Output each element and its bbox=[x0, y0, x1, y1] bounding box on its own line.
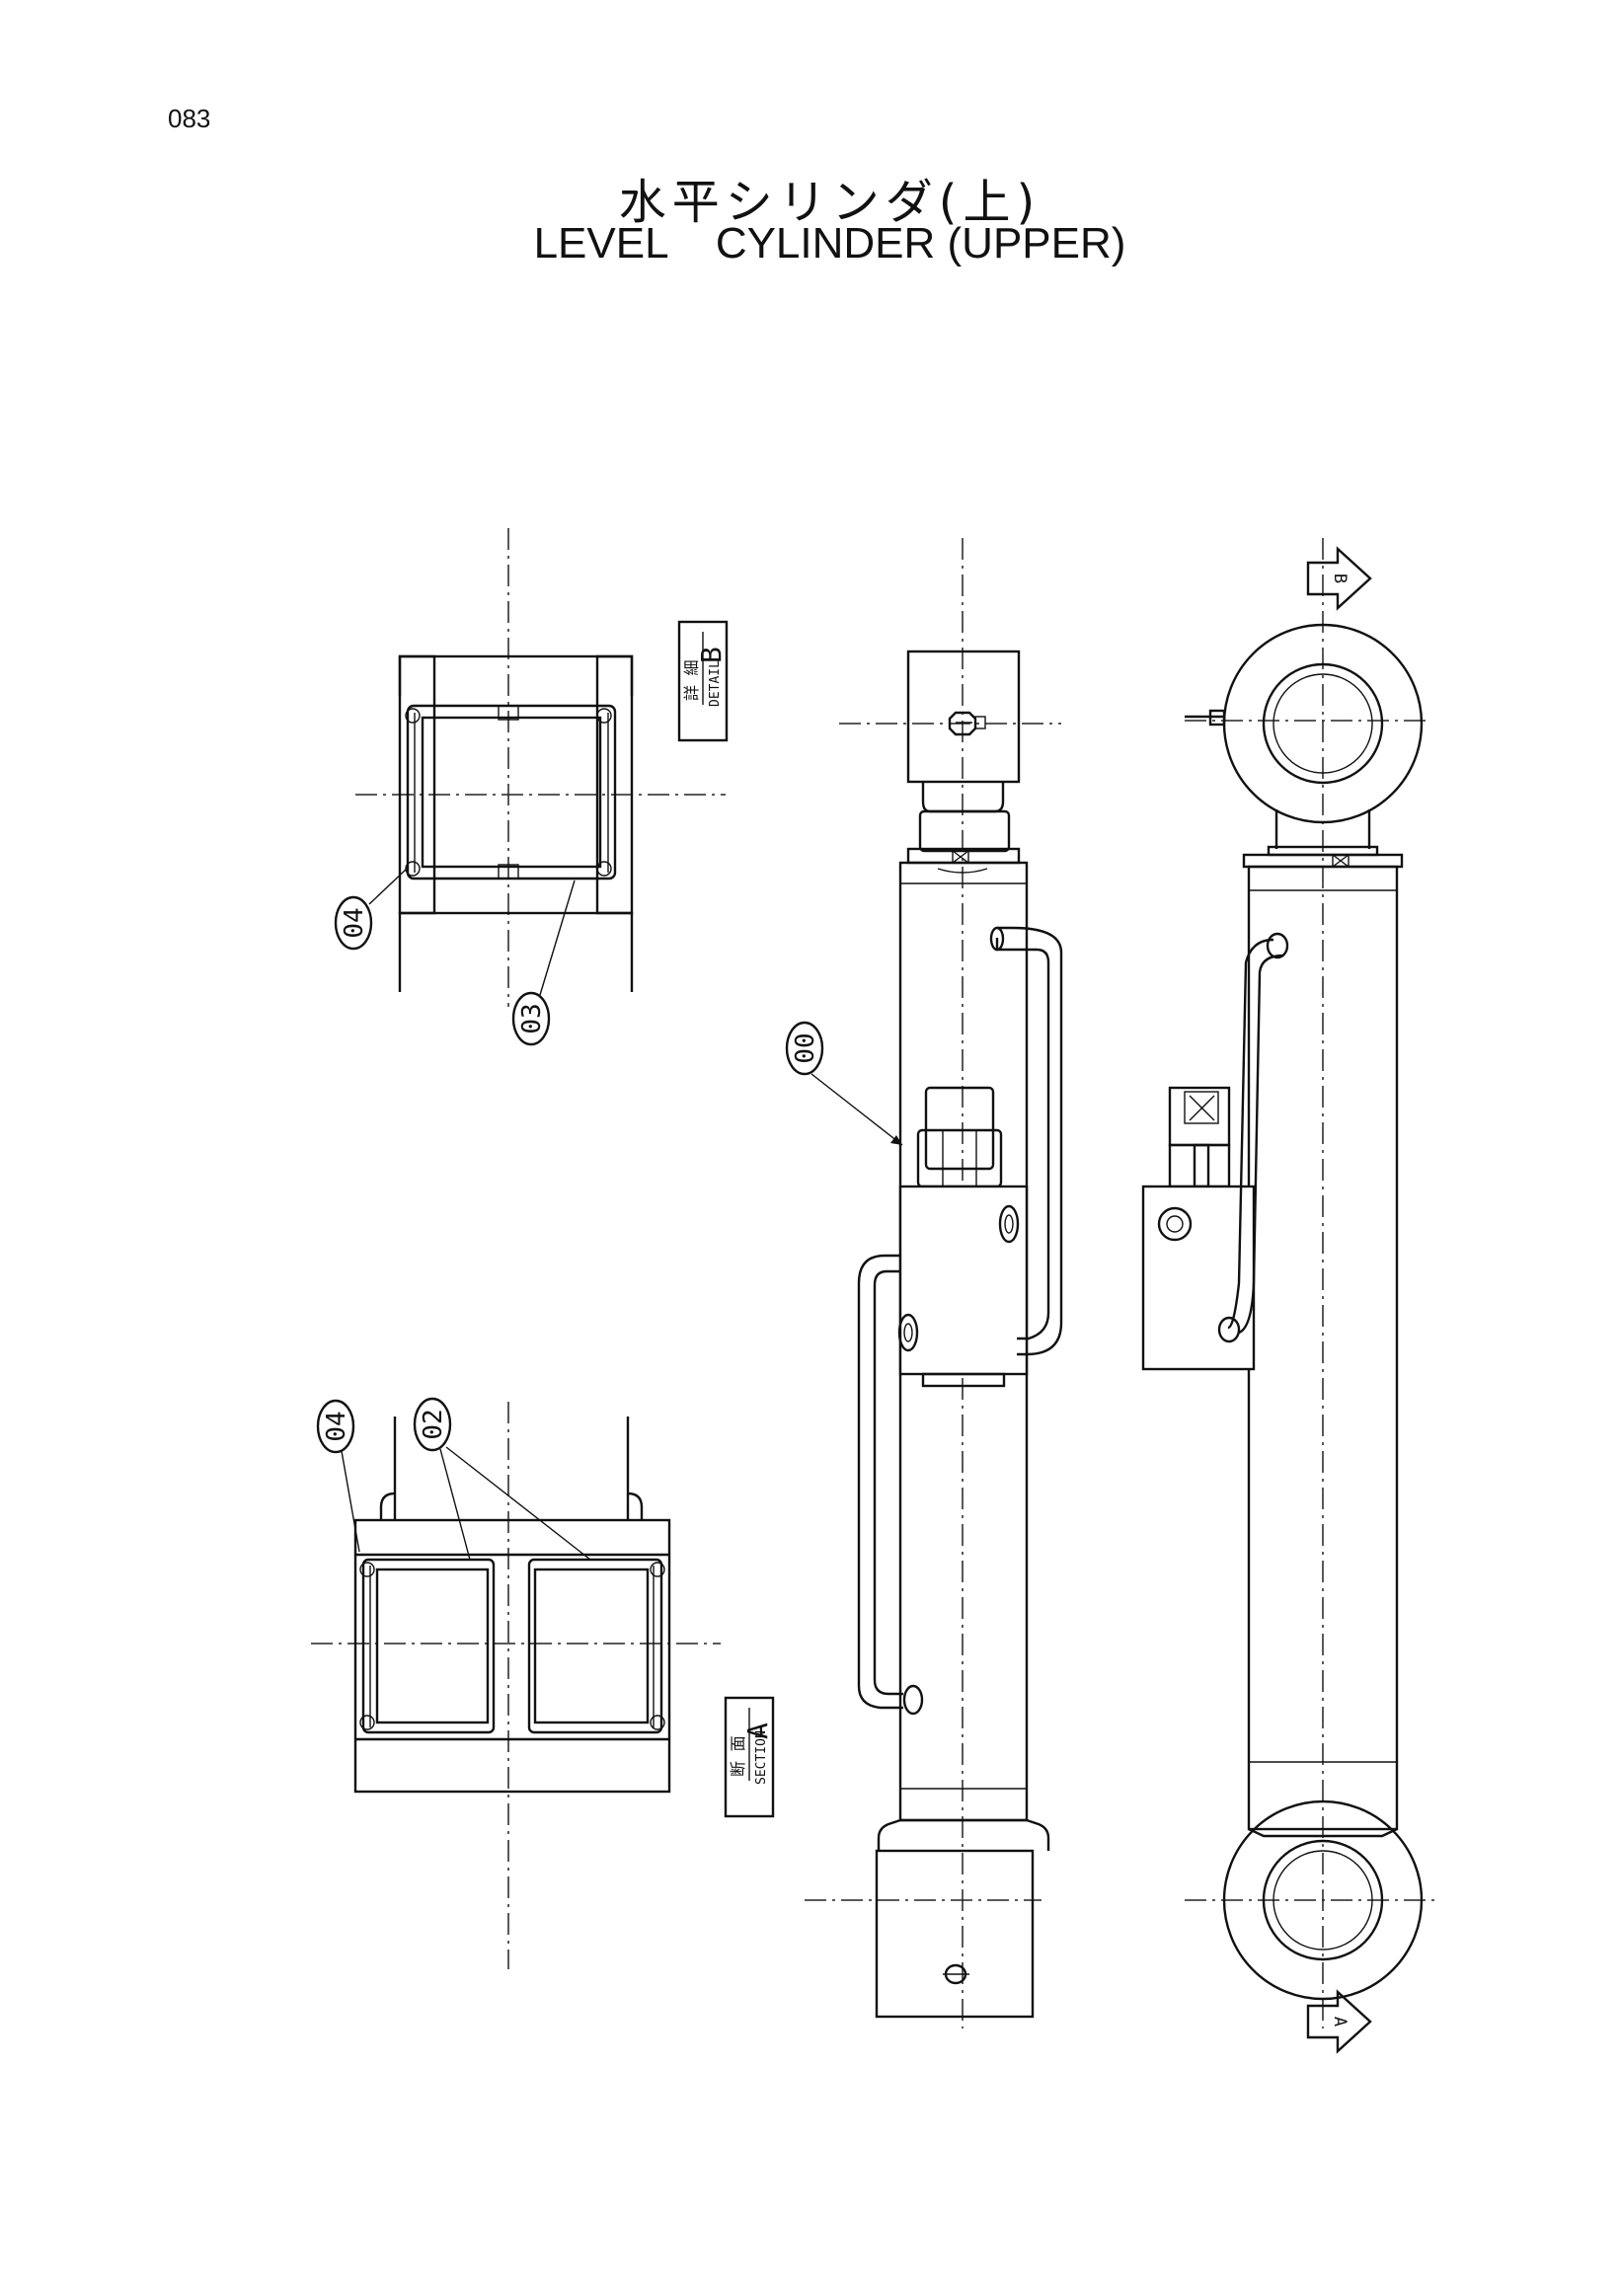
detail-b-en: DETAIL bbox=[708, 660, 723, 707]
view-arrow-a: A bbox=[1306, 1989, 1372, 2054]
detail-b-tag: 詳 細 DETAIL B bbox=[677, 620, 729, 742]
detail-b-letter: B bbox=[695, 647, 728, 663]
balloon-03: 03 bbox=[511, 880, 576, 1046]
section-a-tag: 断 面 SECTION A bbox=[724, 1696, 775, 1818]
section-a-letter: A bbox=[741, 1722, 774, 1739]
section-a-drawing bbox=[311, 1402, 721, 1969]
title-japanese: 水平シリンダ(上) bbox=[618, 175, 1041, 230]
svg-text:00: 00 bbox=[791, 1033, 820, 1063]
balloon-04-section: 04 bbox=[316, 1399, 360, 1553]
svg-text:04: 04 bbox=[340, 907, 369, 938]
balloon-04-detail: 04 bbox=[334, 868, 408, 951]
balloon-02: 02 bbox=[413, 1397, 591, 1561]
balloon-00: 00 bbox=[785, 1021, 903, 1146]
view-arrow-b-label: B bbox=[1330, 574, 1350, 583]
detail-b-jp: 詳 細 bbox=[682, 659, 701, 701]
title-english: LEVEL CYLINDER (UPPER) bbox=[533, 219, 1126, 268]
cylinder-side-view bbox=[1141, 538, 1436, 2028]
cylinder-front-view bbox=[805, 538, 1063, 2028]
section-a-jp: 断 面 bbox=[729, 1735, 747, 1777]
svg-text:02: 02 bbox=[419, 1409, 448, 1439]
svg-text:04: 04 bbox=[322, 1411, 351, 1441]
svg-text:03: 03 bbox=[517, 1003, 547, 1033]
detail-b-drawing bbox=[355, 528, 726, 1007]
section-a-en: SECTION bbox=[754, 1730, 769, 1785]
page-number: 083 bbox=[168, 104, 211, 133]
view-arrow-a-label: A bbox=[1330, 2017, 1350, 2027]
view-arrow-b: B bbox=[1306, 546, 1372, 611]
